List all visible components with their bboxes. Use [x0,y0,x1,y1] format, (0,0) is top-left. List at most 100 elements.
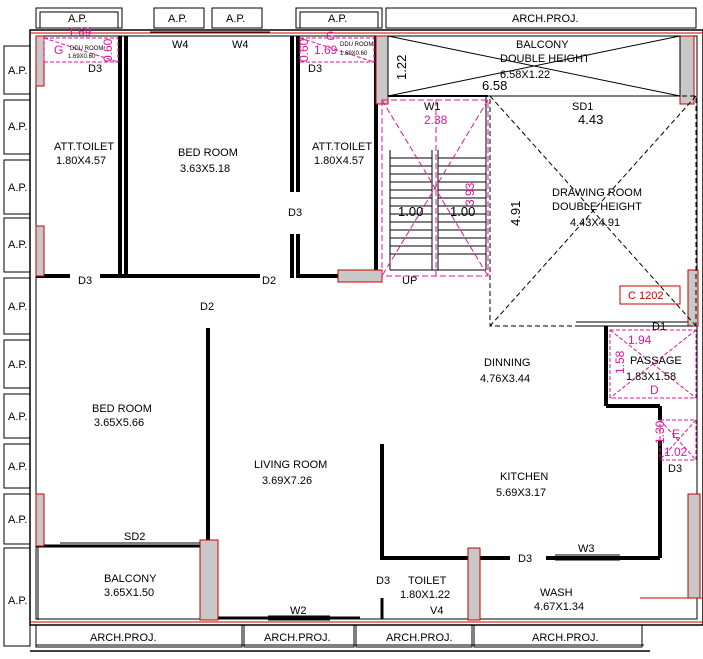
ap-top-boxes [35,7,697,29]
dinning-size: 4.76X3.44 [480,373,530,385]
window-w4-left: W4 [172,39,189,51]
drawing-room-size: 4.43X4.91 [570,217,620,229]
ap-label-left-7: A.P. [8,411,27,423]
balcony-top-dim-width: 6.58 [482,78,507,93]
att-toilet-left-name: ATT.TOILET [54,141,114,153]
att-toilet-right-name: ATT.TOILET [312,141,372,153]
column-tag: C 1202 [628,290,663,302]
arch-proj-bottom-boxes [35,624,643,648]
att-toilet-right-size: 1.80X4.57 [314,155,364,167]
kitchen-name: KITCHEN [500,471,548,483]
bed-room-left-size: 3.65X5.66 [94,417,144,429]
balcony-top-size: 6.58X1.22 [500,69,550,81]
door-d3-kitchen: D3 [518,553,532,565]
e-letter: E [672,427,680,441]
wash-name: WASH [540,587,573,599]
windows [60,31,620,621]
passage-box [609,329,697,399]
drawing-room-dim-h: 4.91 [508,201,523,226]
bed-room-left-name: BED ROOM [92,403,152,415]
ap-label-left-10: A.P. [8,595,27,607]
door-d2-bedroom-top: D2 [262,275,276,287]
balcony-bottom-size: 3.65X1.50 [104,587,154,599]
ap-label-left-4: A.P. [8,239,27,251]
stair-dim-w: 2.38 [424,113,448,127]
drawing-room-name2: DOUBLE HEIGHT [552,201,642,213]
ap-label-top-3: A.P. [226,13,245,25]
duct-left-box [43,37,119,63]
arch-proj-bottom-1: ARCH.PROJ. [90,632,157,644]
kitchen-size: 5.69X3.17 [496,487,546,499]
arch-proj-bottom-4: ARCH.PROJ. [532,632,599,644]
duct-right-name: DDU ROOM [340,42,373,48]
stair-up: UP [402,275,417,287]
window-w2: W2 [290,605,307,617]
ap-label-left-5: A.P. [8,301,27,313]
arch-proj-bottom-3: ARCH.PROJ. [386,632,453,644]
window-w1: W1 [424,101,441,113]
duct-right-dim-h: 0.60 [297,38,311,62]
door-d3-toilet: D3 [376,575,390,587]
drawing-room-dim-w: 4.43 [578,112,603,127]
balcony-bottom-name: BALCONY [104,573,157,585]
stair-left-width: 1.00 [398,204,423,219]
drawing-room-name: DRAWING ROOM [552,187,642,199]
stair-treads [390,157,486,255]
duct-left-dim-h: 0.60 [101,38,115,62]
arch-proj-bottom-2: ARCH.PROJ. [264,632,331,644]
ap-label-left-9: A.P. [8,514,27,526]
door-d1: D1 [652,321,666,333]
ap-label-top-4: A.P. [328,13,347,25]
ap-label-left-2: A.P. [8,121,27,133]
att-toilet-left-size: 1.80X4.57 [56,155,106,167]
passage-size: 1.83X1.58 [626,371,676,383]
dinning-name: DINNING [484,357,530,369]
duct-left-g: G [54,43,63,57]
drawing-room-dashed [489,95,697,327]
stair-right-width: 1.00 [450,204,475,219]
wash-size: 4.67X1.34 [534,601,584,613]
door-d3-duct-left: D3 [88,63,102,75]
e-dim-h: 1.30 [653,420,667,444]
ap-label-left-1: A.P. [8,65,27,77]
balcony-top-name: BALCONY [516,39,569,51]
ap-label-top-1: A.P. [68,13,87,25]
door-d3-e: D3 [668,463,682,475]
duct-right-g: G [326,29,335,43]
passage-dim-w: 1.94 [628,333,652,347]
balcony-top-name2: DOUBLE HEIGHT [500,53,590,65]
interior-walls [36,36,662,620]
ap-left-boxes [3,45,31,647]
living-room-size: 3.69X7.26 [262,475,312,487]
sliding-door-sd2: SD2 [124,531,145,543]
passage-letter: D [650,383,659,397]
passage-dim-h: 1.58 [613,350,627,374]
duct-left-size: 1.69X0.60 [68,54,96,60]
bed-room-top-name: BED ROOM [178,147,238,159]
arch-proj-top: ARCH.PROJ. [512,13,579,25]
red-lines [30,32,703,623]
duct-left-name: DDU ROOM [70,46,103,52]
stair [389,96,487,271]
toilet-size: 1.80X1.22 [400,589,450,601]
duct-right-box [299,37,375,63]
door-d3-duct-right: D3 [308,63,322,75]
ap-label-left-6: A.P. [8,359,27,371]
balcony-top-dim-side: 1.22 [394,55,409,80]
passage-name: PASSAGE [630,355,682,367]
ap-label-left-3: A.P. [8,182,27,194]
window-w4-right: W4 [232,39,249,51]
living-room-name: LIVING ROOM [254,459,327,471]
door-d3-stair: D3 [288,207,302,219]
duct-left-dim-w: 1.69 [68,25,92,39]
ap-label-left-8: A.P. [8,461,27,473]
stair-dim-h: 3.93 [463,182,477,206]
window-w3: W3 [578,543,595,555]
sliding-door-sd1: SD1 [572,101,593,113]
columns [35,35,701,621]
window-v4: V4 [430,605,443,617]
toilet-name: TOILET [408,575,447,587]
duct-right-dim-w: 1.69 [314,43,338,57]
door-d2-living: D2 [200,301,214,313]
